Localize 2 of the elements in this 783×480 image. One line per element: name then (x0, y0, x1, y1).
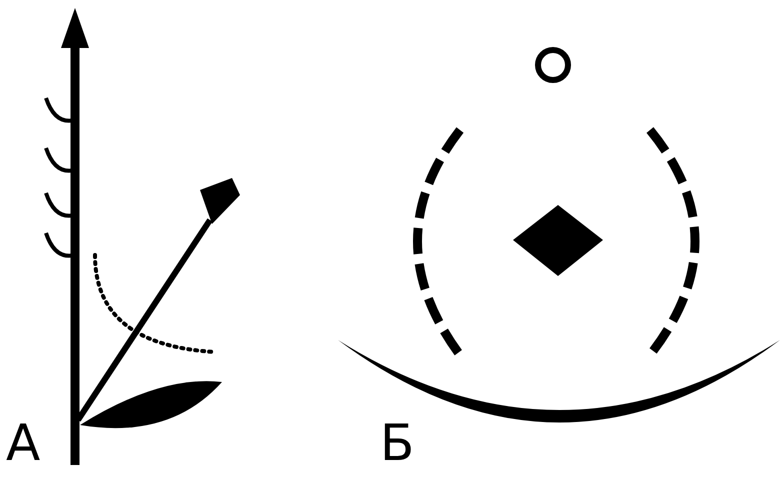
panel-letter: А (6, 418, 40, 468)
panel-letter: Б (380, 418, 414, 468)
